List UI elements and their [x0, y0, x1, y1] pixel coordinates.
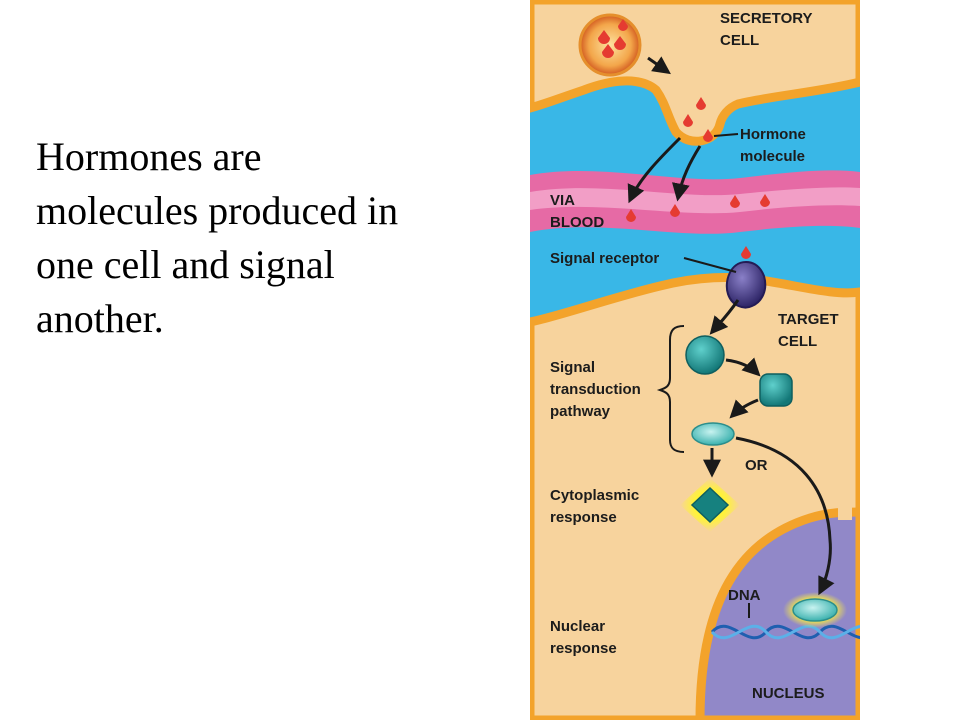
nuclear-response-protein [792, 598, 838, 622]
label-dna: DNA [728, 587, 761, 604]
label-target-cell: CELL [778, 333, 817, 350]
label-signal-transduction: transduction [550, 381, 641, 398]
label-signal-transduction: Signal [550, 359, 595, 376]
hormone-label-pointer [713, 133, 739, 137]
arrow-hormone-to-blood [627, 136, 682, 204]
arrow-relay-sphere-to-cube [725, 357, 761, 377]
nuclear-pore [838, 504, 852, 520]
slide-text-line: one cell and signal [36, 242, 335, 287]
dna-strand [710, 624, 860, 640]
cytoplasmic-response-protein [690, 486, 730, 524]
label-cytoplasmic-response: response [550, 509, 617, 526]
label-hormone-molecule: Hormone [740, 126, 806, 143]
hormone-molecule [741, 246, 751, 259]
vesicle-hormone-droplet [614, 36, 626, 50]
label-cytoplasmic-response: Cytoplasmic [550, 487, 639, 504]
vesicle-hormone-droplet [618, 19, 628, 31]
label-target-cell: TARGET [778, 311, 839, 328]
hormone-molecule [683, 114, 693, 127]
relay-protein-sphere [685, 335, 725, 375]
hormone-molecule [703, 129, 713, 142]
signal-receptor [725, 260, 767, 309]
secretory-vesicle [578, 13, 642, 77]
label-secretory-cell: SECRETORY [720, 10, 813, 27]
blood-vessel-highlight [530, 187, 860, 214]
arrow-relay-cube-to-oval [729, 398, 759, 419]
label-nuclear-response: Nuclear [550, 618, 605, 635]
arrow-vesicle-to-membrane [647, 56, 671, 75]
relay-protein-cube [759, 373, 793, 407]
label-signal-receptor: Signal receptor [550, 250, 659, 267]
label-signal-transduction: pathway [550, 403, 611, 420]
relay-protein-oval [691, 422, 735, 446]
label-via-blood: BLOOD [550, 214, 604, 231]
label-via-blood: VIA [550, 192, 575, 209]
receptor-label-pointer [683, 257, 737, 273]
hormone-molecule [696, 97, 706, 110]
arrow-receptor-to-relay [709, 299, 740, 335]
label-or: OR [745, 457, 768, 474]
slide-text-line: Hormones are [36, 134, 262, 179]
hormone-molecule [730, 195, 740, 208]
transduction-bracket [656, 325, 685, 453]
label-nucleus: NUCLEUS [752, 685, 825, 702]
vesicle-hormone-droplet [602, 44, 614, 58]
arrow-oval-to-nucleus [735, 436, 835, 596]
hormone-molecule [626, 209, 636, 222]
label-nuclear-response: response [550, 640, 617, 657]
slide-text-line: another. [36, 296, 164, 341]
slide-body-text: Hormones are molecules produced in one c… [36, 130, 486, 346]
slide-text-line: molecules produced in [36, 188, 399, 233]
arrow-hormone-to-blood [672, 145, 702, 202]
hormone-molecule [670, 204, 680, 217]
hormone-molecule [760, 194, 770, 207]
vesicle-hormone-droplet [598, 30, 610, 44]
label-hormone-molecule: molecule [740, 148, 805, 165]
label-secretory-cell: CELL [720, 32, 759, 49]
